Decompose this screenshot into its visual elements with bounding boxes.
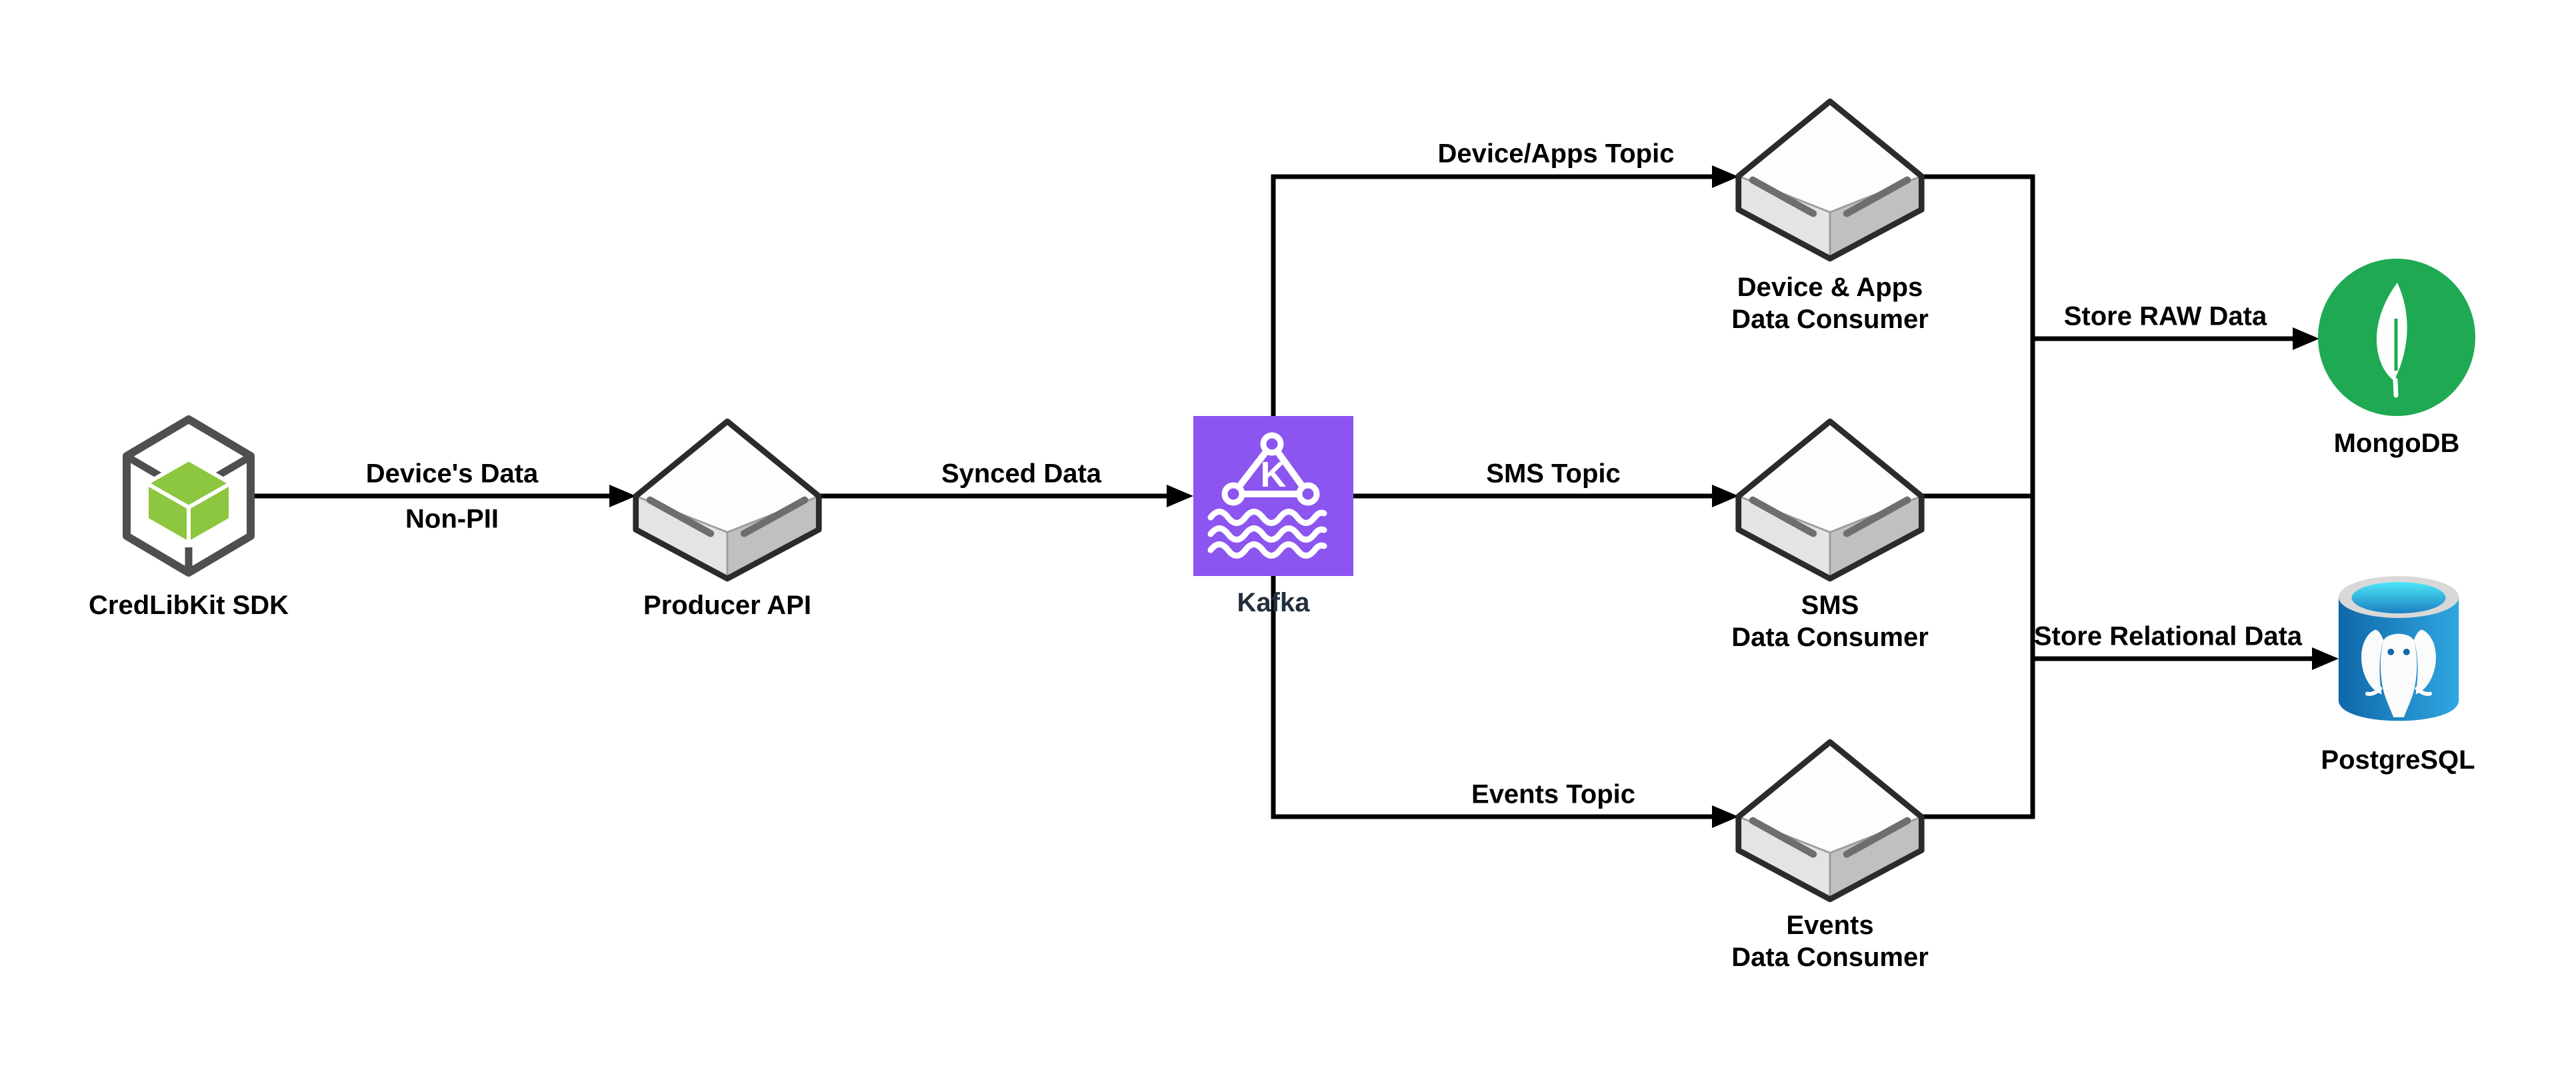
edge-store-relational-line xyxy=(2033,647,2339,670)
producer-api-label: Producer API xyxy=(643,591,811,620)
arrowhead-into-postgresql xyxy=(2312,647,2339,670)
arrowhead-into-events-consumer xyxy=(1712,805,1739,828)
edge-device-data-line xyxy=(251,485,636,507)
consumer-output-bus xyxy=(1921,174,2035,819)
edge-synced-data-line xyxy=(819,485,1193,507)
edge-label-store-raw-data: Store RAW Data xyxy=(2063,301,2267,331)
kafka-waves xyxy=(1207,509,1327,559)
device-apps-consumer-label: Device & Apps Data Consumer xyxy=(1731,271,1929,335)
events-consumer-label-line1: Events xyxy=(1786,911,1874,940)
credlibkit-sdk-label: CredLibKit SDK xyxy=(89,591,289,620)
arrowhead-into-producer xyxy=(609,485,636,507)
kafka-label: Kafka xyxy=(1237,588,1310,617)
edge-label-devices-data: Device's Data xyxy=(365,459,539,489)
edge-sms-topic-line xyxy=(1353,485,1739,507)
edge-label-synced-data: Synced Data xyxy=(941,459,1102,489)
arrowhead-into-device-consumer xyxy=(1712,165,1739,188)
postgresql-node xyxy=(2333,567,2464,731)
sms-consumer-label-line1: SMS xyxy=(1801,591,1859,620)
sms-consumer-label-line2: Data Consumer xyxy=(1731,623,1929,652)
postgresql-label: PostgreSQL xyxy=(2321,745,2475,775)
device-apps-consumer-label-line2: Data Consumer xyxy=(1731,305,1929,334)
edge-label-events-topic: Events Topic xyxy=(1471,779,1635,809)
arrowhead-into-kafka xyxy=(1167,485,1193,507)
edge-label-store-relational-data: Store Relational Data xyxy=(2033,621,2303,651)
events-consumer-label: Events Data Consumer xyxy=(1731,909,1929,973)
events-consumer-node xyxy=(1733,737,1927,905)
kafka-icon: K xyxy=(1193,416,1353,576)
edge-label-non-pii: Non-PII xyxy=(405,504,499,534)
postgresql-elephant-icon xyxy=(2338,576,2459,721)
edge-label-sms-topic: SMS Topic xyxy=(1486,459,1621,489)
package-cube-icon xyxy=(123,415,255,577)
service-box-icon xyxy=(633,418,822,582)
elephant-head xyxy=(2361,629,2436,717)
device-apps-consumer-label-line1: Device & Apps xyxy=(1737,273,1923,302)
service-box-icon xyxy=(1735,98,1925,262)
edge-label-device-apps-topic: Device/Apps Topic xyxy=(1437,139,1675,169)
green-cube xyxy=(145,457,233,545)
producer-api-node xyxy=(631,416,824,584)
mongodb-node xyxy=(2318,259,2475,416)
credlibkit-sdk-node xyxy=(112,413,265,579)
arrowhead-into-mongodb xyxy=(2293,327,2319,350)
arrowhead-into-sms-consumer xyxy=(1712,485,1739,507)
edge-events-topic-line xyxy=(1271,576,1739,828)
device-apps-consumer-node xyxy=(1733,96,1927,264)
events-consumer-label-line2: Data Consumer xyxy=(1731,943,1929,972)
service-box-icon xyxy=(1735,418,1925,582)
kafka-icon-letter: K xyxy=(1261,455,1287,495)
service-box-icon xyxy=(1735,739,1925,903)
edge-store-raw-line xyxy=(2033,327,2319,350)
mongodb-label: MongoDB xyxy=(2333,429,2460,458)
edge-device-apps-topic-line xyxy=(1271,165,1739,416)
kafka-node: K xyxy=(1193,416,1353,576)
mongodb-leaf-icon xyxy=(2318,259,2475,416)
sms-consumer-node xyxy=(1733,416,1927,584)
sms-consumer-label: SMS Data Consumer xyxy=(1731,589,1929,653)
